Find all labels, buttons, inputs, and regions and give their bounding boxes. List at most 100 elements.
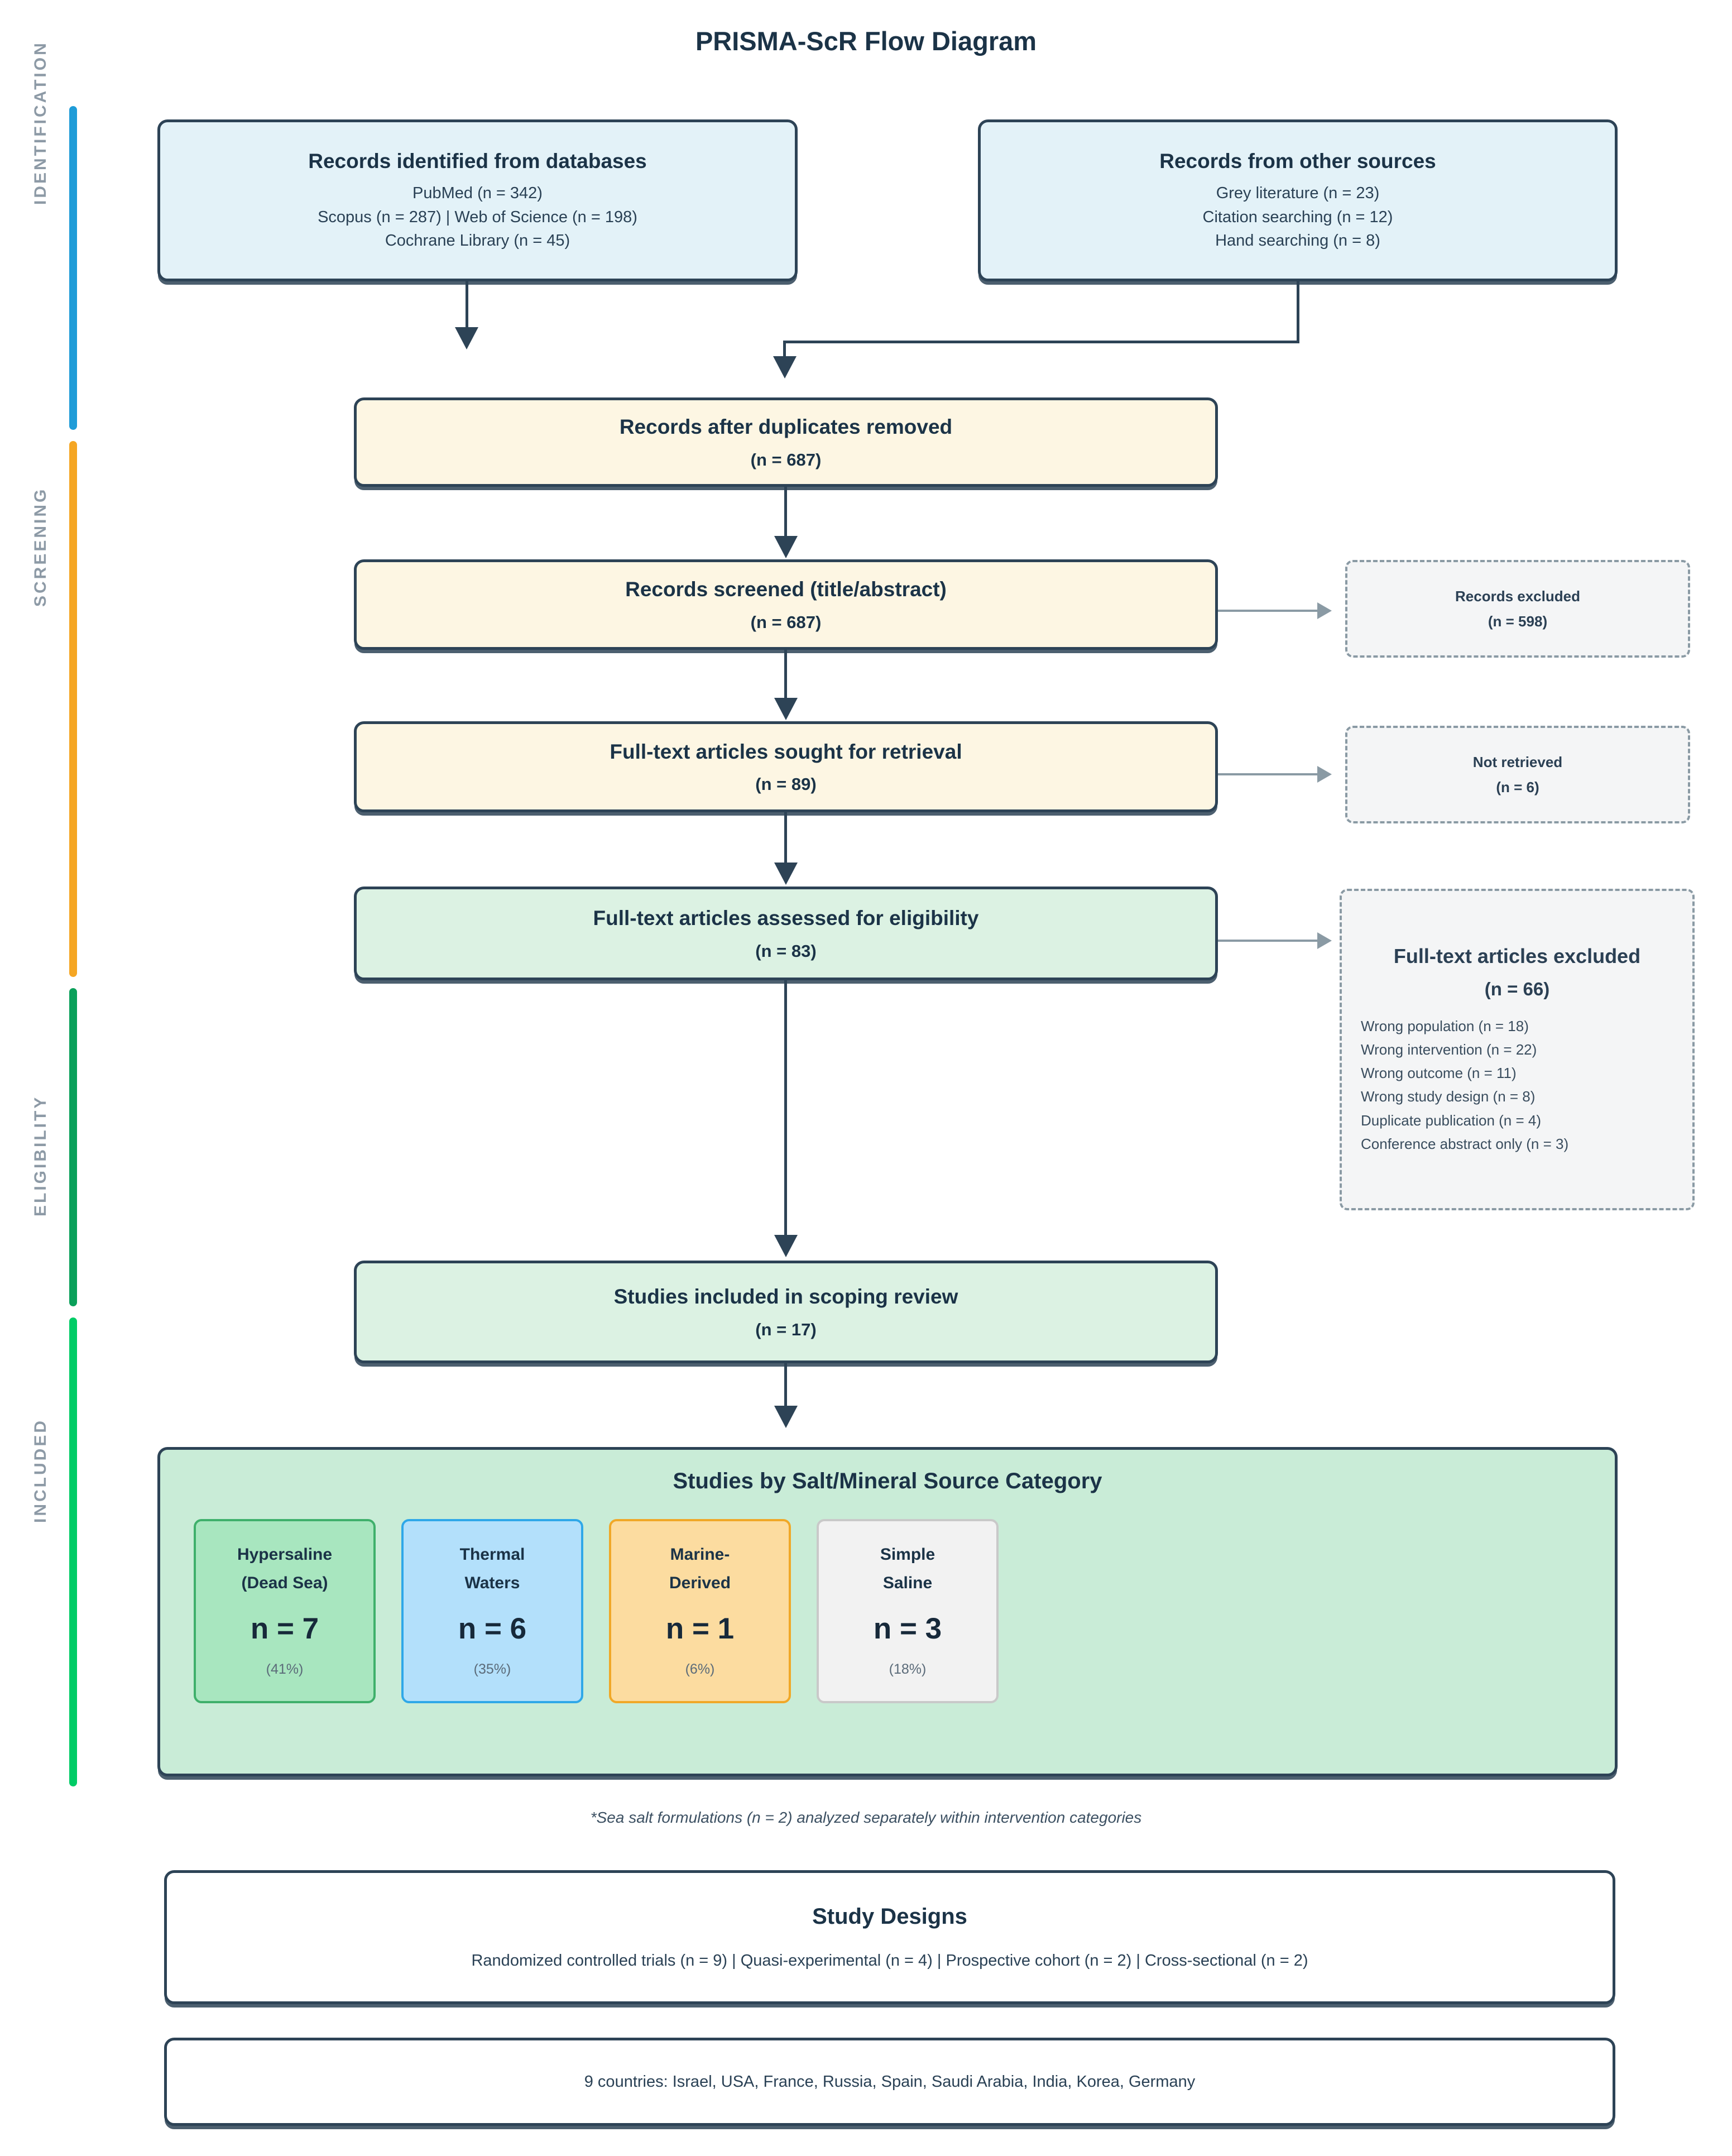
other-line-grey: Grey literature (n = 23) [1216,184,1380,203]
category-name-line2: Derived [669,1574,731,1592]
category-name-line1: Simple [880,1545,935,1564]
connector-duplicates-down [784,487,787,545]
study-designs-line: Randomized controlled trials (n = 9) | Q… [471,1952,1308,1970]
category-card-simple-saline[interactable]: Simple Saline n = 3 (18%) [817,1519,999,1703]
arrowhead-assessed [774,1235,798,1257]
category-card-thermal-waters[interactable]: Thermal Waters n = 6 (35%) [401,1519,583,1703]
category-panel: Studies by Salt/Mineral Source Category … [157,1447,1618,1776]
other-line-citation: Citation searching (n = 12) [1202,208,1393,226]
countries-line: 9 countries: Israel, USA, France, Russia… [584,2072,1196,2091]
exclusion-title: Full-text articles excluded [1393,945,1641,968]
exclusion-count: (n = 66) [1484,979,1550,1000]
node-records-from-databases[interactable]: Records identified from databases PubMed… [157,119,798,281]
category-count: n = 3 [873,1612,942,1645]
node-title: Records after duplicates removed [619,415,953,439]
exclusion-title: Not retrieved [1472,754,1563,771]
arrowhead-other-sources [773,356,797,379]
connector-included-down [784,1363,787,1414]
reason-wrong-outcome: Wrong outcome (n = 11) [1361,1065,1517,1082]
node-count: (n = 687) [750,612,822,632]
category-name-line1: Marine- [670,1545,730,1564]
category-name-line2: (Dead Sea) [241,1574,328,1592]
reason-wrong-intervention: Wrong intervention (n = 22) [1361,1041,1537,1058]
exclusion-reason-list: Wrong population (n = 18) Wrong interven… [1353,1014,1681,1156]
category-percent: (6%) [685,1661,715,1677]
node-records-screened[interactable]: Records screened (title/abstract) (n = 6… [354,559,1218,650]
exclusion-fulltext-excluded[interactable]: Full-text articles excluded (n = 66) Wro… [1340,889,1695,1210]
connector-screened-to-excluded [1218,610,1324,612]
exclusion-title: Records excluded [1455,588,1580,605]
phase-bar-screening [69,441,77,977]
category-name-line1: Thermal [459,1545,525,1564]
arrowhead-fulltext-excluded [1317,932,1332,949]
arrowhead-records-excluded [1317,602,1332,619]
exclusion-records-excluded[interactable]: Records excluded (n = 598) [1345,560,1690,658]
connector-assessed-to-excluded [1218,940,1324,942]
reason-wrong-study-design: Wrong study design (n = 8) [1361,1088,1536,1105]
node-studies-included[interactable]: Studies included in scoping review (n = … [354,1261,1218,1363]
exclusion-count: (n = 6) [1496,778,1539,796]
study-designs-box: Study Designs Randomized controlled tria… [164,1870,1615,2004]
category-name-line2: Waters [464,1574,520,1592]
node-title: Full-text articles assessed for eligibil… [593,907,979,930]
exclusion-count: (n = 598) [1488,612,1548,630]
phase-label-eligibility: ELIGIBILITY [31,1095,50,1216]
node-count: (n = 83) [755,941,817,961]
category-card-marine-derived[interactable]: Marine- Derived n = 1 (6%) [609,1519,791,1703]
phase-label-identification: IDENTIFICATION [31,41,50,205]
reason-wrong-population: Wrong population (n = 18) [1361,1018,1529,1035]
connector-other-sources-elbow [783,341,1299,343]
study-designs-heading: Study Designs [812,1904,967,1929]
connector-screened-down [784,650,787,707]
phase-bar-eligibility [69,988,77,1306]
reason-duplicate-publication: Duplicate publication (n = 4) [1361,1111,1542,1129]
arrowhead-not-retrieved [1317,766,1332,783]
reason-conference-abstract: Conference abstract only (n = 3) [1361,1135,1569,1152]
other-line-hand: Hand searching (n = 8) [1215,231,1380,250]
connector-assessed-down [784,980,787,1243]
category-name-line2: Saline [882,1574,933,1592]
node-title: Records identified from databases [308,150,647,173]
page-title: PRISMA-ScR Flow Diagram [695,26,1037,56]
arrowhead-screened [774,698,798,720]
countries-box: 9 countries: Israel, USA, France, Russia… [164,2038,1615,2126]
connector-sought-down [784,812,787,871]
node-duplicates-removed[interactable]: Records after duplicates removed (n = 68… [354,397,1218,487]
node-count: (n = 89) [755,774,817,794]
category-card-hypersaline[interactable]: Hypersaline (Dead Sea) n = 7 (41%) [194,1519,376,1703]
arrowhead-duplicates [774,536,798,558]
category-percent: (41%) [266,1661,304,1677]
connector-elbow-down [783,341,786,368]
node-title: Studies included in scoping review [613,1285,958,1309]
db-line-scopus: Scopus (n = 287) | Web of Science (n = 1… [318,208,637,226]
node-title: Full-text articles sought for retrieval [610,740,962,763]
footnote-sea-salt: *Sea salt formulations (n = 2) analyzed … [590,1809,1142,1826]
phase-bar-included [69,1317,77,1786]
arrowhead-sought [774,863,798,885]
node-fulltext-assessed[interactable]: Full-text articles assessed for eligibil… [354,887,1218,980]
node-count: (n = 17) [755,1319,817,1339]
category-count: n = 7 [250,1612,319,1645]
node-records-other-sources[interactable]: Records from other sources Grey literatu… [978,119,1618,281]
phase-label-included: INCLUDED [31,1419,50,1523]
db-line-pubmed: PubMed (n = 342) [412,184,543,203]
connector-other-sources-down [1297,281,1299,343]
node-sublines: PubMed (n = 342) Scopus (n = 287) | Web … [318,181,637,252]
category-count: n = 6 [458,1612,527,1645]
exclusion-not-retrieved[interactable]: Not retrieved (n = 6) [1345,726,1690,823]
connector-databases-down [466,281,468,337]
node-title: Records from other sources [1159,150,1436,173]
arrowhead-included [774,1406,798,1428]
node-count: (n = 687) [750,449,822,469]
phase-label-screening: SCREENING [31,487,50,607]
node-title: Records screened (title/abstract) [625,578,947,601]
node-sublines: Grey literature (n = 23) Citation search… [1203,181,1393,252]
category-name-line1: Hypersaline [237,1545,333,1564]
category-card-row: Hypersaline (Dead Sea) n = 7 (41%) Therm… [194,1519,1581,1703]
category-count: n = 1 [665,1612,735,1645]
node-fulltext-sought[interactable]: Full-text articles sought for retrieval … [354,721,1218,812]
category-percent: (18%) [889,1661,927,1677]
category-panel-title: Studies by Salt/Mineral Source Category [673,1469,1102,1493]
connector-sought-to-notretrieved [1218,773,1324,775]
